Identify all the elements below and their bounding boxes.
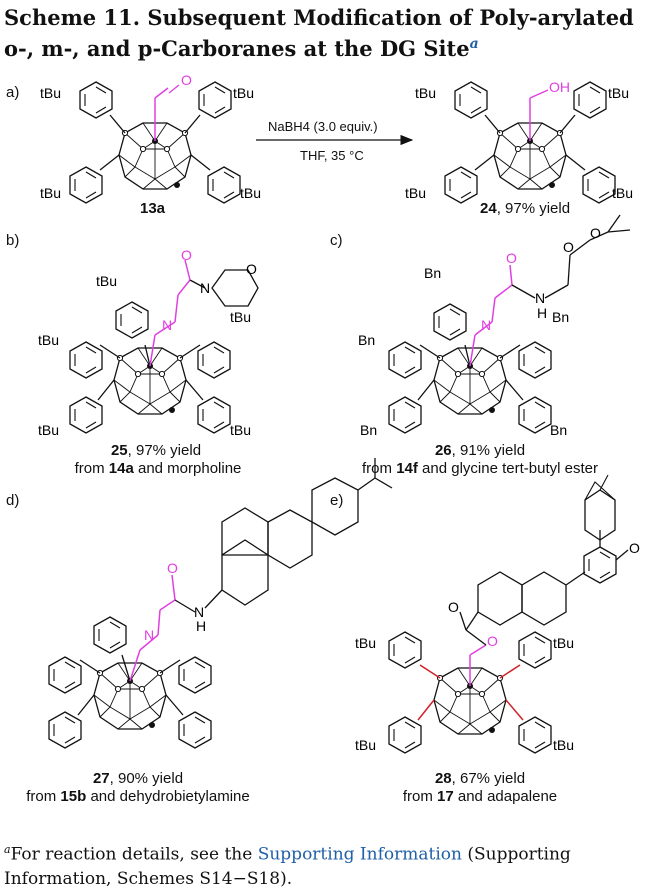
bn-label: Bn (552, 309, 569, 325)
structure-24 (444, 81, 616, 204)
tbu-label: tBu (553, 737, 574, 753)
atom-label-o: O (629, 540, 640, 556)
tbu-label: tBu (355, 635, 376, 651)
structure-13a (69, 81, 241, 204)
atom-label-o: O (181, 247, 192, 263)
atom-label-h: H (196, 618, 206, 634)
atom-label-o: O (167, 560, 178, 576)
tbu-label: tBu (415, 85, 436, 101)
footnote-suffix: (Supporting Information, Schemes S14−S18… (4, 844, 571, 889)
tbu-label: tBu (240, 185, 261, 201)
structure-28 (388, 474, 629, 754)
tbu-label: tBu (96, 273, 117, 289)
scheme-title: Scheme 11. Subsequent Modification of Po… (4, 4, 644, 62)
compound-label-26: 26, 91% yield (434, 442, 526, 459)
reagent-label: NaBH4 (3.0 equiv.) (268, 119, 378, 134)
atom-label-o: O (590, 225, 601, 241)
tbu-label: tBu (230, 309, 251, 325)
footnote-prefix: For reaction details, see the (10, 844, 258, 865)
tbu-label: tBu (40, 85, 61, 101)
supporting-information-link[interactable]: Supporting Information (257, 844, 462, 865)
bn-label: Bn (360, 422, 377, 438)
atom-label-n: N (162, 317, 172, 333)
bn-label: Bn (424, 265, 441, 281)
atom-label-o: O (487, 633, 498, 649)
atom-label-n: N (194, 604, 204, 620)
source-label-26: from 14f and glycine tert-butyl ester (362, 460, 598, 477)
tbu-label: tBu (355, 737, 376, 753)
atom-label-o: O (448, 599, 459, 615)
structures-svg: O OH O N N O O N N H O O O N N H O O O t… (38, 72, 640, 754)
bn-label: Bn (550, 422, 567, 438)
source-label-25: from 14a and morpholine (74, 460, 242, 477)
atom-label-n: N (481, 317, 491, 333)
structure-25 (69, 259, 259, 434)
footnote-marker: a (4, 843, 11, 856)
atom-label-o: O (506, 250, 517, 266)
conditions-label: THF, 35 °C (300, 148, 364, 163)
tbu-label: tBu (233, 85, 254, 101)
compound-label-27: 27, 90% yield (92, 770, 184, 787)
scheme-footnote: aFor reaction details, see the Supportin… (4, 838, 642, 891)
atom-label-h: H (537, 305, 547, 321)
tbu-label: tBu (40, 185, 61, 201)
source-label-28: from 17 and adapalene (402, 788, 558, 805)
scheme-title-text: Scheme 11. Subsequent Modification of Po… (4, 5, 634, 61)
structure-26 (388, 214, 631, 434)
tbu-label: tBu (608, 85, 629, 101)
panel-label-c: c) (330, 232, 343, 249)
compound-label-24: 24, 97% yield (480, 200, 571, 217)
tbu-label: tBu (38, 332, 59, 348)
atom-label-n: N (200, 280, 210, 296)
source-label-27: from 15b and dehydrobietylamine (26, 788, 250, 805)
atom-label-n: N (144, 627, 154, 643)
atom-label-o: O (181, 72, 192, 88)
compound-label-13a: 13a (140, 200, 166, 217)
panel-label-e: e) (330, 492, 344, 509)
panel-label-b: b) (6, 232, 20, 249)
tbu-label: tBu (405, 185, 426, 201)
atom-label-oh: OH (549, 79, 570, 95)
compound-label-25: 25, 97% yield (110, 442, 202, 459)
atom-label-o: O (563, 239, 574, 255)
panel-label-a: a) (6, 84, 20, 101)
panel-label-d: d) (6, 492, 20, 509)
tbu-label: tBu (612, 185, 633, 201)
title-footnote-marker: a (469, 36, 479, 52)
scheme-figure: a) b) c) d) e) (0, 60, 647, 830)
atom-label-o: O (246, 261, 257, 277)
tbu-label: tBu (38, 422, 59, 438)
compound-label-28: 28, 67% yield (434, 770, 526, 787)
bn-label: Bn (358, 332, 375, 348)
tbu-label: tBu (230, 422, 251, 438)
atom-label-n: N (535, 290, 545, 306)
structure-27 (48, 458, 393, 749)
tbu-label: tBu (553, 635, 574, 651)
